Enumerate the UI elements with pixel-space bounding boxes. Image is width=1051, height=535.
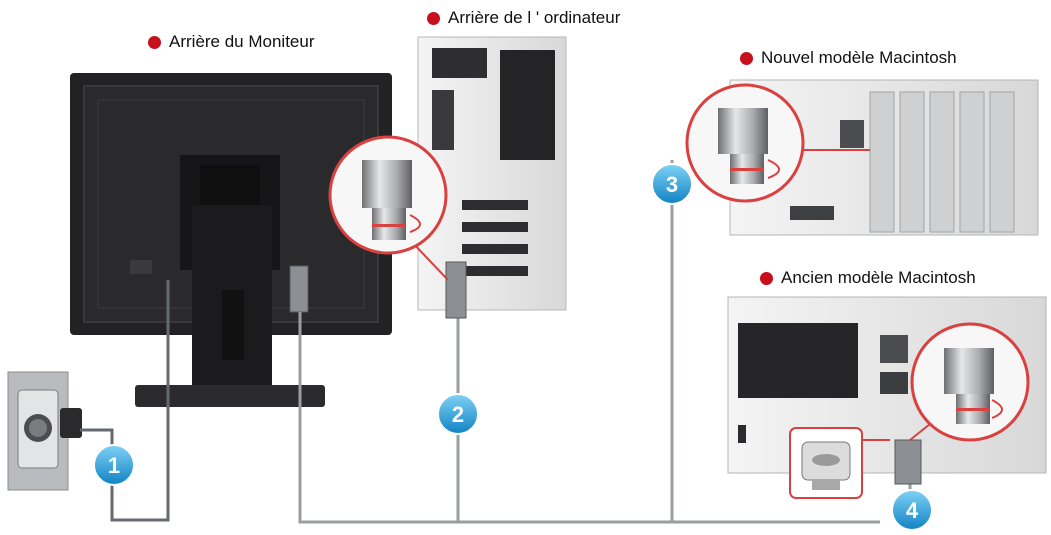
new-mac-slot [930, 92, 954, 232]
red-bullet-icon [148, 36, 161, 49]
tower-io-ports [432, 90, 454, 150]
tower-fan [432, 48, 487, 78]
step-badge-4: 4 [892, 490, 932, 530]
label-text: Nouvel modèle Macintosh [761, 48, 957, 68]
monitor-stand-base [135, 385, 325, 407]
label-text: Arrière du Moniteur [169, 32, 315, 52]
label-computer-back: Arrière de l ' ordinateur [427, 8, 620, 28]
old-mac-grille [738, 323, 858, 398]
monitor-stand-slot [222, 290, 244, 360]
step-badge-2: 2 [438, 394, 478, 434]
label-monitor-back: Arrière du Moniteur [148, 32, 315, 52]
step-badge-3: 3 [652, 164, 692, 204]
vga-connector-icon [895, 440, 921, 484]
new-mac-slot [900, 92, 924, 232]
tower-slot [462, 200, 528, 210]
monitor-mount-plate [200, 165, 260, 205]
new-mac-slot [990, 92, 1014, 232]
new-mac-port [840, 120, 864, 148]
label-old-mac: Ancien modèle Macintosh [760, 268, 976, 288]
magnifier-callout-icon [910, 324, 1028, 440]
step-number: 1 [108, 453, 120, 478]
new-mac-slot [870, 92, 894, 232]
power-port [130, 260, 152, 274]
tower-slot [462, 266, 528, 276]
red-bullet-icon [427, 12, 440, 25]
tower-psu-grille [500, 50, 555, 160]
tower-slot [462, 222, 528, 232]
old-mac-switch [738, 425, 746, 443]
new-mac-port [790, 206, 834, 220]
step-badge-1: 1 [94, 445, 134, 485]
wall-outlet-icon [8, 372, 82, 490]
label-text: Arrière de l ' ordinateur [448, 8, 620, 28]
tower-slot [462, 244, 528, 254]
step-number: 2 [452, 402, 464, 427]
power-plug-icon [60, 408, 82, 438]
monitor-back [70, 73, 392, 407]
step-number: 3 [666, 172, 678, 197]
old-mac-port [880, 335, 908, 363]
red-bullet-icon [740, 52, 753, 65]
label-new-mac: Nouvel modèle Macintosh [740, 48, 957, 68]
label-text: Ancien modèle Macintosh [781, 268, 976, 288]
vga-connector-icon [290, 266, 308, 312]
old-mac-port [880, 372, 908, 394]
red-bullet-icon [760, 272, 773, 285]
step-number: 4 [906, 498, 919, 523]
vga-connector-icon [446, 262, 466, 318]
new-mac-slot [960, 92, 984, 232]
